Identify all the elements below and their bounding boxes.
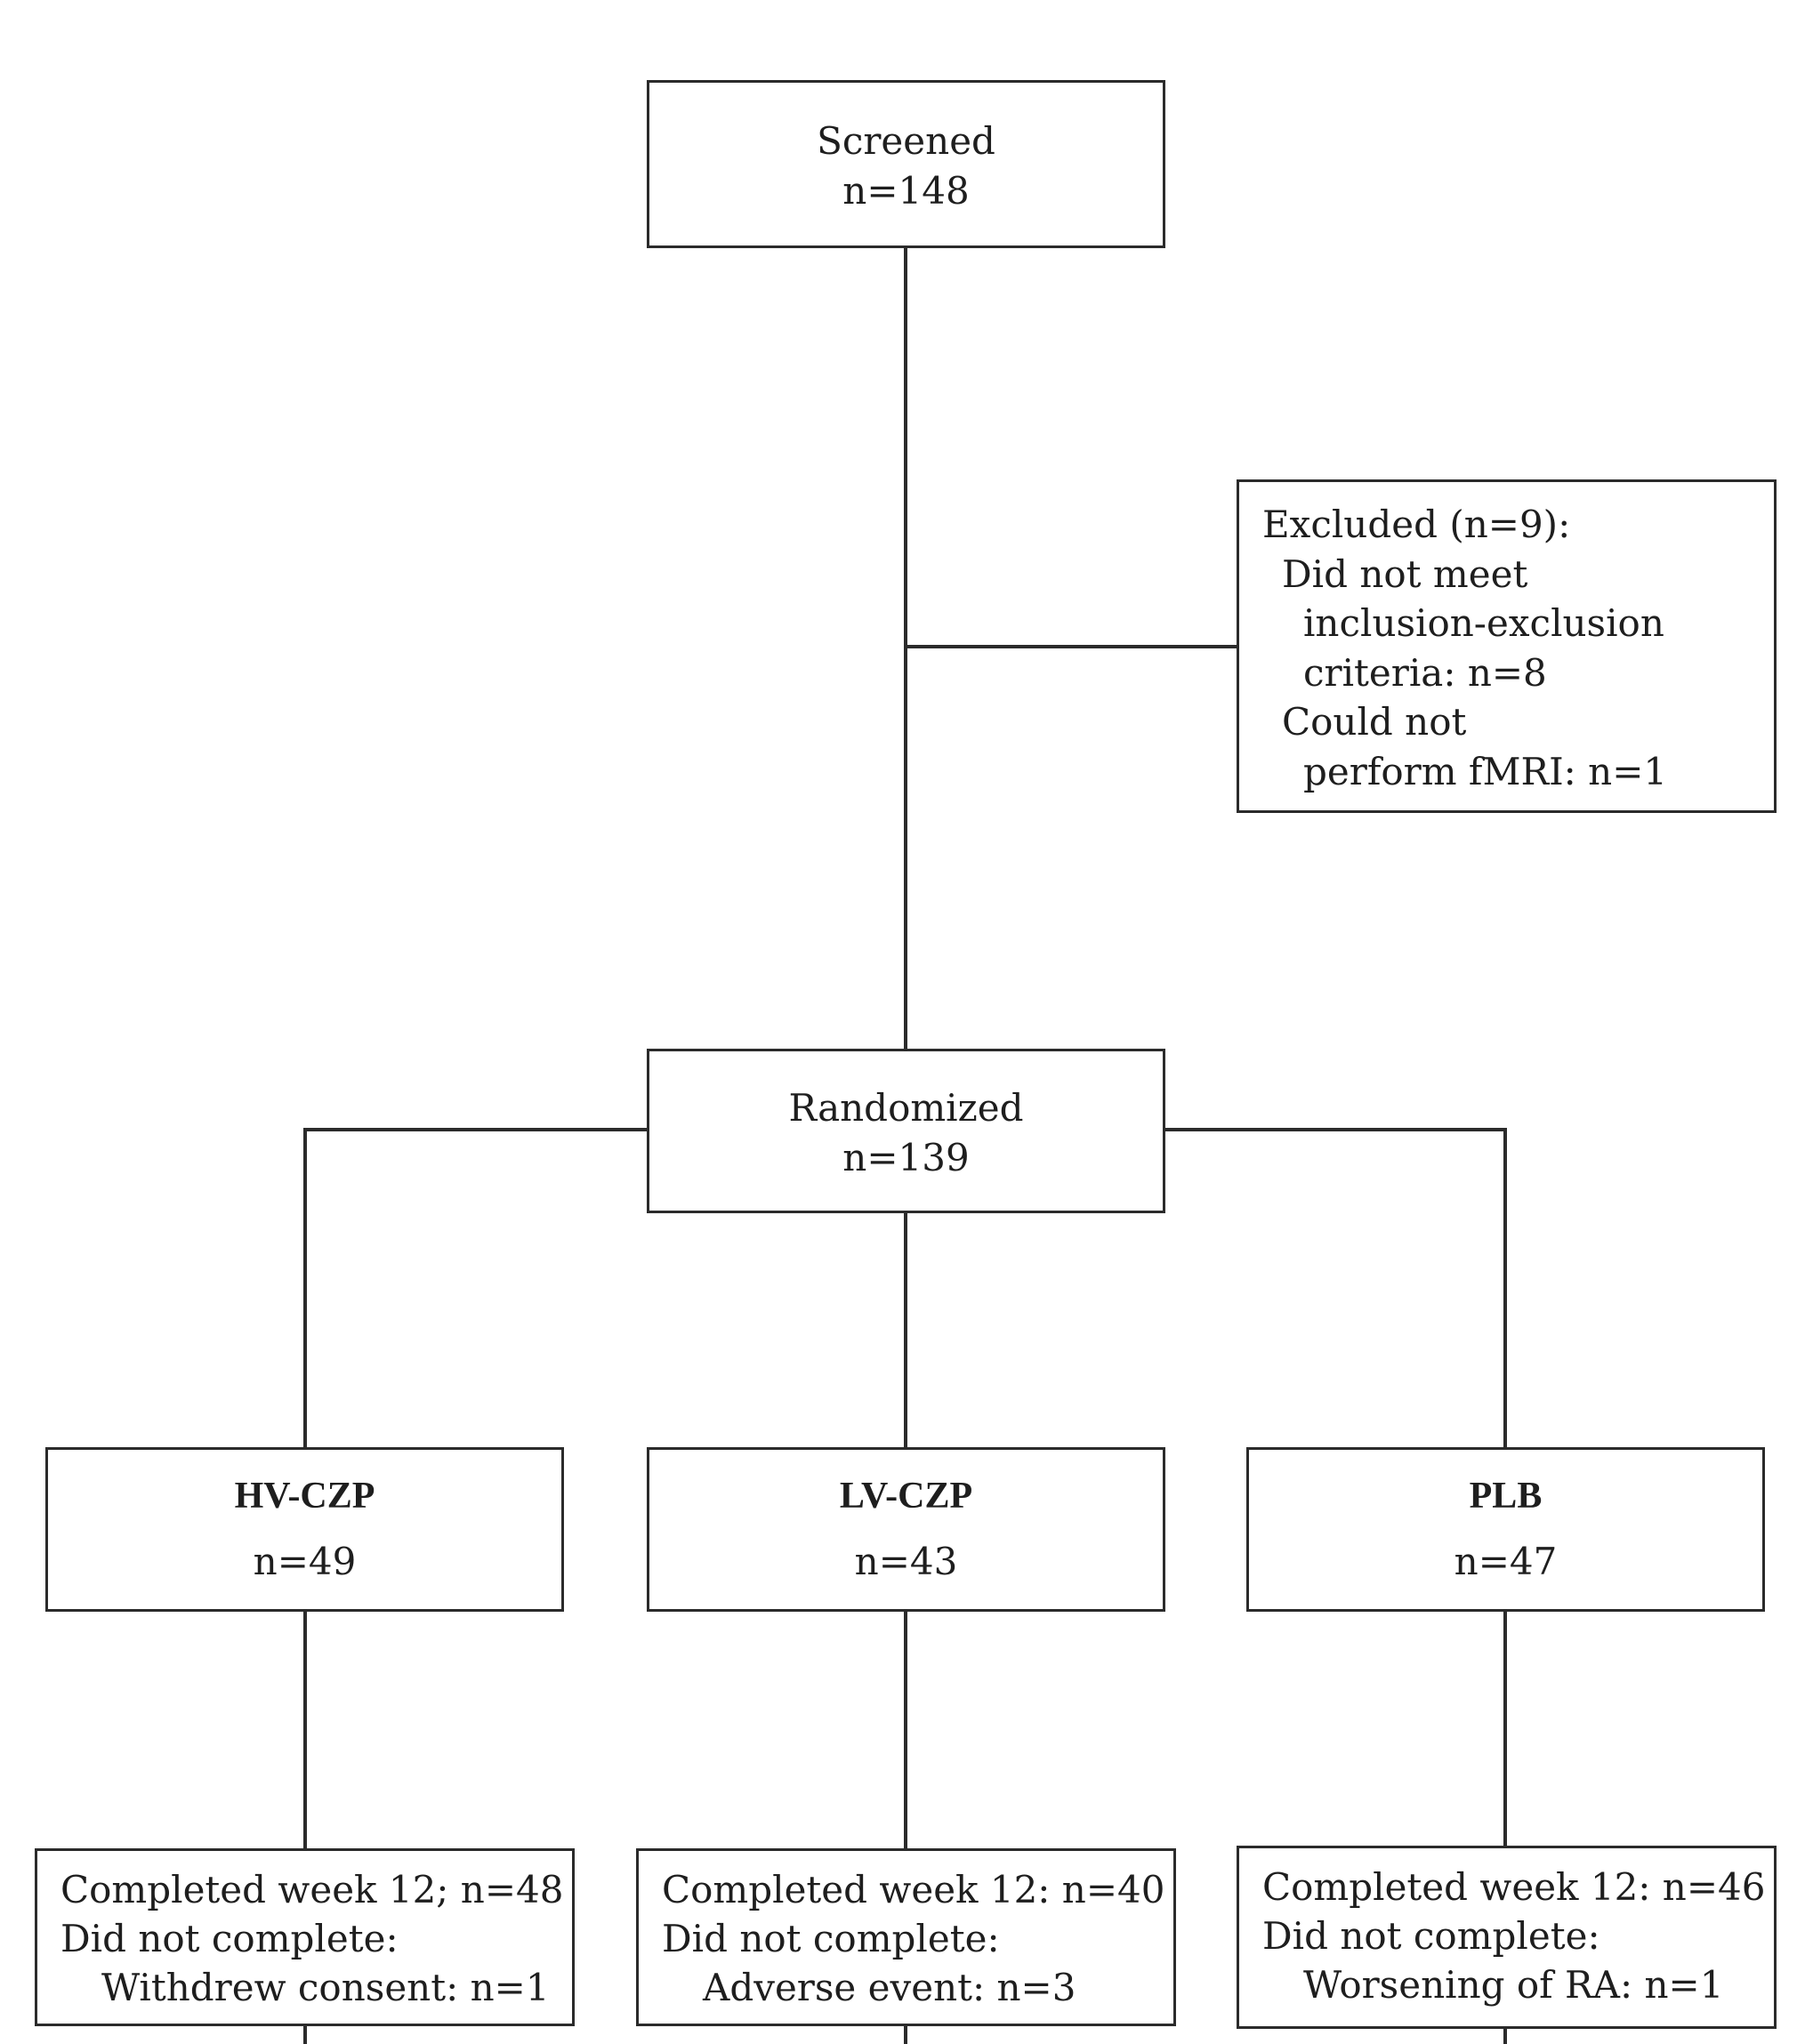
arm-count: n=43: [854, 1540, 958, 1583]
excluded-reason-line: Did not meet: [1282, 551, 1528, 596]
dropout-reason: Worsening of RA: n=1: [1303, 1963, 1724, 2007]
arm-name: LV-CZP: [839, 1476, 973, 1517]
arm-box-hv-czp: HV-CZP n=49: [45, 1447, 564, 1612]
randomized-box: Randomized n=139: [647, 1049, 1165, 1213]
outcome-box-hv-czp: Completed week 12; n=48 Did not complete…: [35, 1848, 575, 2026]
dropout-reason: Withdrew consent: n=1: [101, 1966, 550, 2009]
screened-label: Screened: [817, 119, 995, 163]
connector-randomized-to-plb: [1165, 1128, 1507, 1447]
excluded-reason-line: criteria: n=8: [1303, 650, 1547, 695]
screened-count: n=148: [842, 169, 970, 213]
arm-box-plb: PLB n=47: [1246, 1447, 1765, 1612]
arm-name: PLB: [1469, 1476, 1543, 1517]
dropout-reason: Adverse event: n=3: [703, 1966, 1076, 2009]
completed-text: Completed week 12: n=40: [662, 1868, 1165, 1911]
screened-box: Screened n=148: [647, 80, 1165, 248]
outcome-box-lv-czp: Completed week 12: n=40 Did not complete…: [636, 1848, 1176, 2026]
arm-count: n=49: [253, 1540, 357, 1583]
excluded-reason-line: perform fMRI: n=1: [1303, 749, 1668, 793]
not-complete-text: Did not complete:: [60, 1917, 399, 1960]
excluded-heading: Excluded (n=9):: [1262, 503, 1571, 546]
randomized-label: Randomized: [788, 1086, 1024, 1130]
not-complete-text: Did not complete:: [1262, 1914, 1600, 1958]
excluded-reason-line: inclusion-exclusion: [1303, 601, 1664, 645]
not-complete-text: Did not complete:: [662, 1917, 1000, 1960]
outcome-box-plb: Completed week 12: n=46 Did not complete…: [1237, 1846, 1777, 2029]
completed-text: Completed week 12: n=46: [1262, 1865, 1766, 1909]
randomized-count: n=139: [842, 1136, 970, 1179]
excluded-box: Excluded (n=9): Did not meet inclusion-e…: [1237, 479, 1777, 813]
arm-box-lv-czp: LV-CZP n=43: [647, 1447, 1165, 1612]
completed-text: Completed week 12; n=48: [60, 1868, 564, 1911]
arm-name: HV-CZP: [234, 1476, 375, 1517]
arm-count: n=47: [1454, 1540, 1558, 1583]
connector-randomized-to-hv: [303, 1128, 647, 1447]
excluded-reason-line: Could not: [1282, 700, 1467, 744]
